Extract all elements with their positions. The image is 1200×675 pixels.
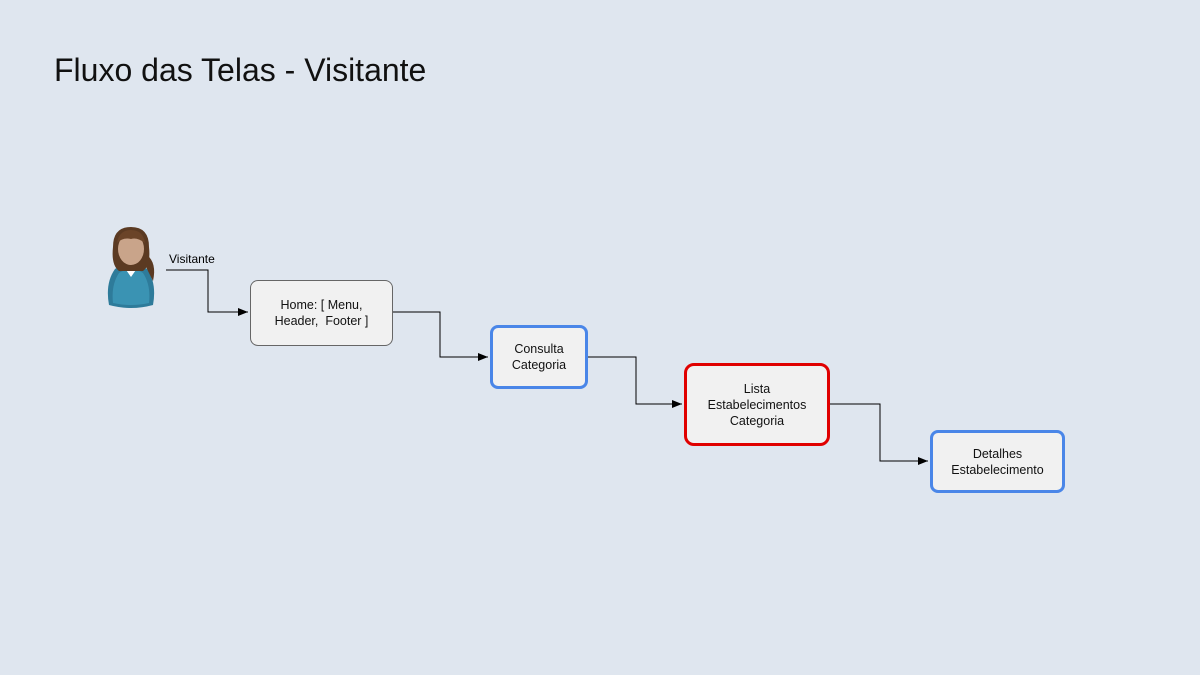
- connector-consulta-lista: [588, 356, 682, 408]
- node-lista-line-2: Estabelecimentos: [707, 397, 807, 412]
- node-lista-estabelecimentos: Lista Estabelecimentos Categoria: [684, 363, 830, 446]
- actor-label: Visitante: [169, 252, 215, 266]
- connector-home-consulta: [393, 311, 488, 361]
- node-home-line-2: Header, Footer ]: [274, 314, 369, 328]
- node-home-line-1: Home: [ Menu,: [280, 298, 363, 312]
- node-home: Home: [ Menu, Header, Footer ]: [250, 280, 393, 346]
- person-icon: [103, 225, 159, 309]
- node-lista-line-1: Lista: [743, 381, 771, 396]
- node-lista-line-3: Categoria: [729, 413, 785, 428]
- connector-visitante-home: [166, 269, 248, 316]
- node-detalhes-line-1: Detalhes: [972, 446, 1023, 461]
- node-consulta-line-2: Categoria: [511, 358, 567, 372]
- node-consulta-categoria: Consulta Categoria: [490, 325, 588, 389]
- connector-lista-detalhes: [830, 403, 928, 465]
- node-detalhes-line-2: Estabelecimento: [951, 462, 1044, 477]
- node-detalhes-estabelecimento: Detalhes Estabelecimento: [930, 430, 1065, 493]
- page-title: Fluxo das Telas - Visitante: [54, 52, 427, 88]
- node-consulta-line-1: Consulta: [514, 342, 564, 356]
